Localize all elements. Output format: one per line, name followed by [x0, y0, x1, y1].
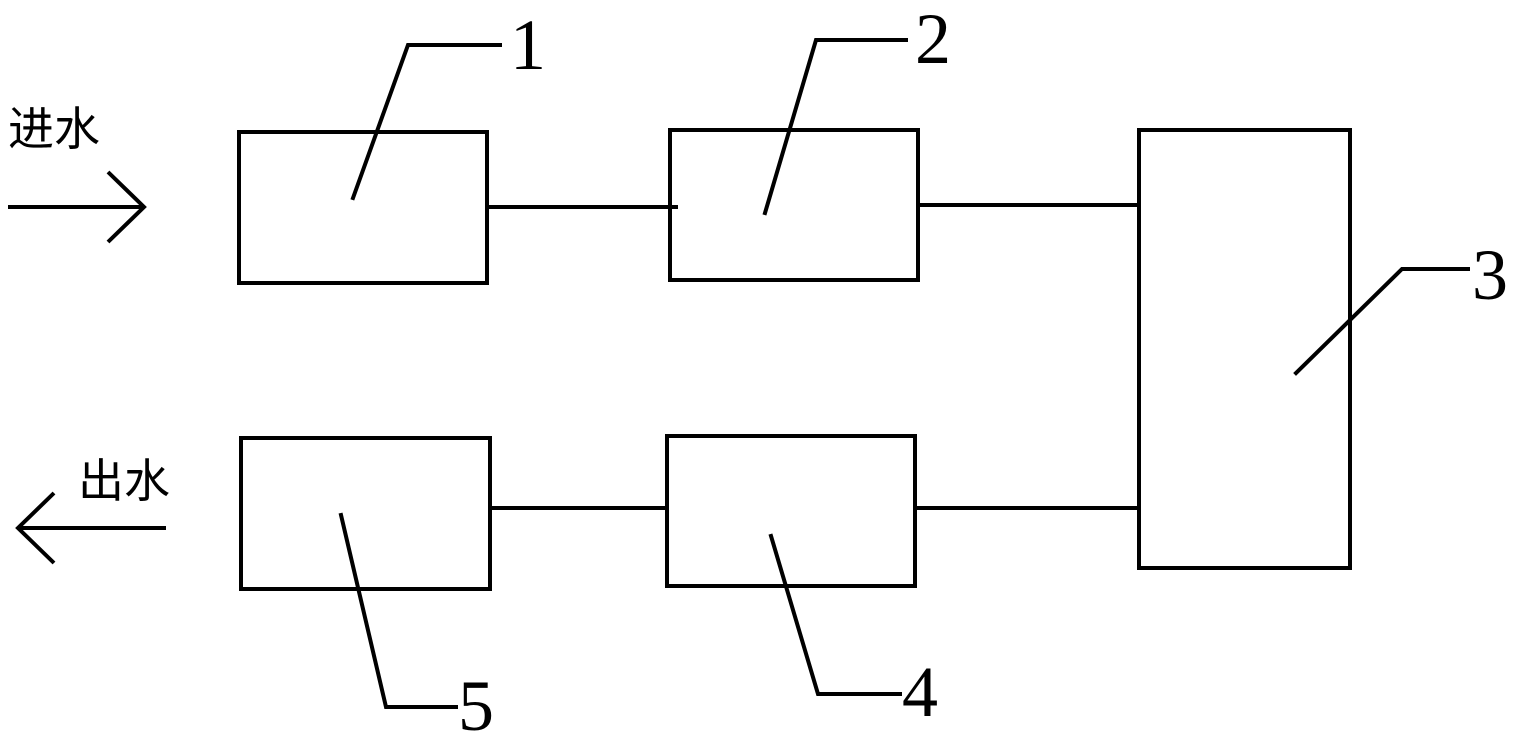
leader-line-5 — [338, 512, 458, 709]
component-label-1: 1 — [510, 5, 546, 85]
outlet-label: 出水 — [78, 454, 170, 508]
leader-line-1 — [350, 43, 502, 201]
leader-line-3 — [1293, 267, 1470, 376]
outlet-arrow-head — [15, 491, 56, 565]
component-label-5: 5 — [458, 666, 494, 741]
component-label-3: 3 — [1472, 235, 1508, 315]
component-box-1 — [237, 130, 489, 285]
component-box-3 — [1137, 128, 1352, 570]
inlet-label: 进水 — [8, 102, 100, 156]
leader-line-2 — [762, 38, 908, 216]
component-box-5 — [239, 436, 492, 591]
outlet-indicator: 出水 — [15, 454, 170, 565]
inlet-indicator: 进水 — [8, 102, 147, 244]
component-label-2: 2 — [915, 0, 951, 79]
component-label-4: 4 — [902, 652, 938, 732]
component-box-2 — [668, 128, 920, 282]
component-box-4 — [665, 434, 917, 588]
inlet-arrow-head — [106, 170, 147, 244]
leader-line-4 — [768, 533, 902, 696]
